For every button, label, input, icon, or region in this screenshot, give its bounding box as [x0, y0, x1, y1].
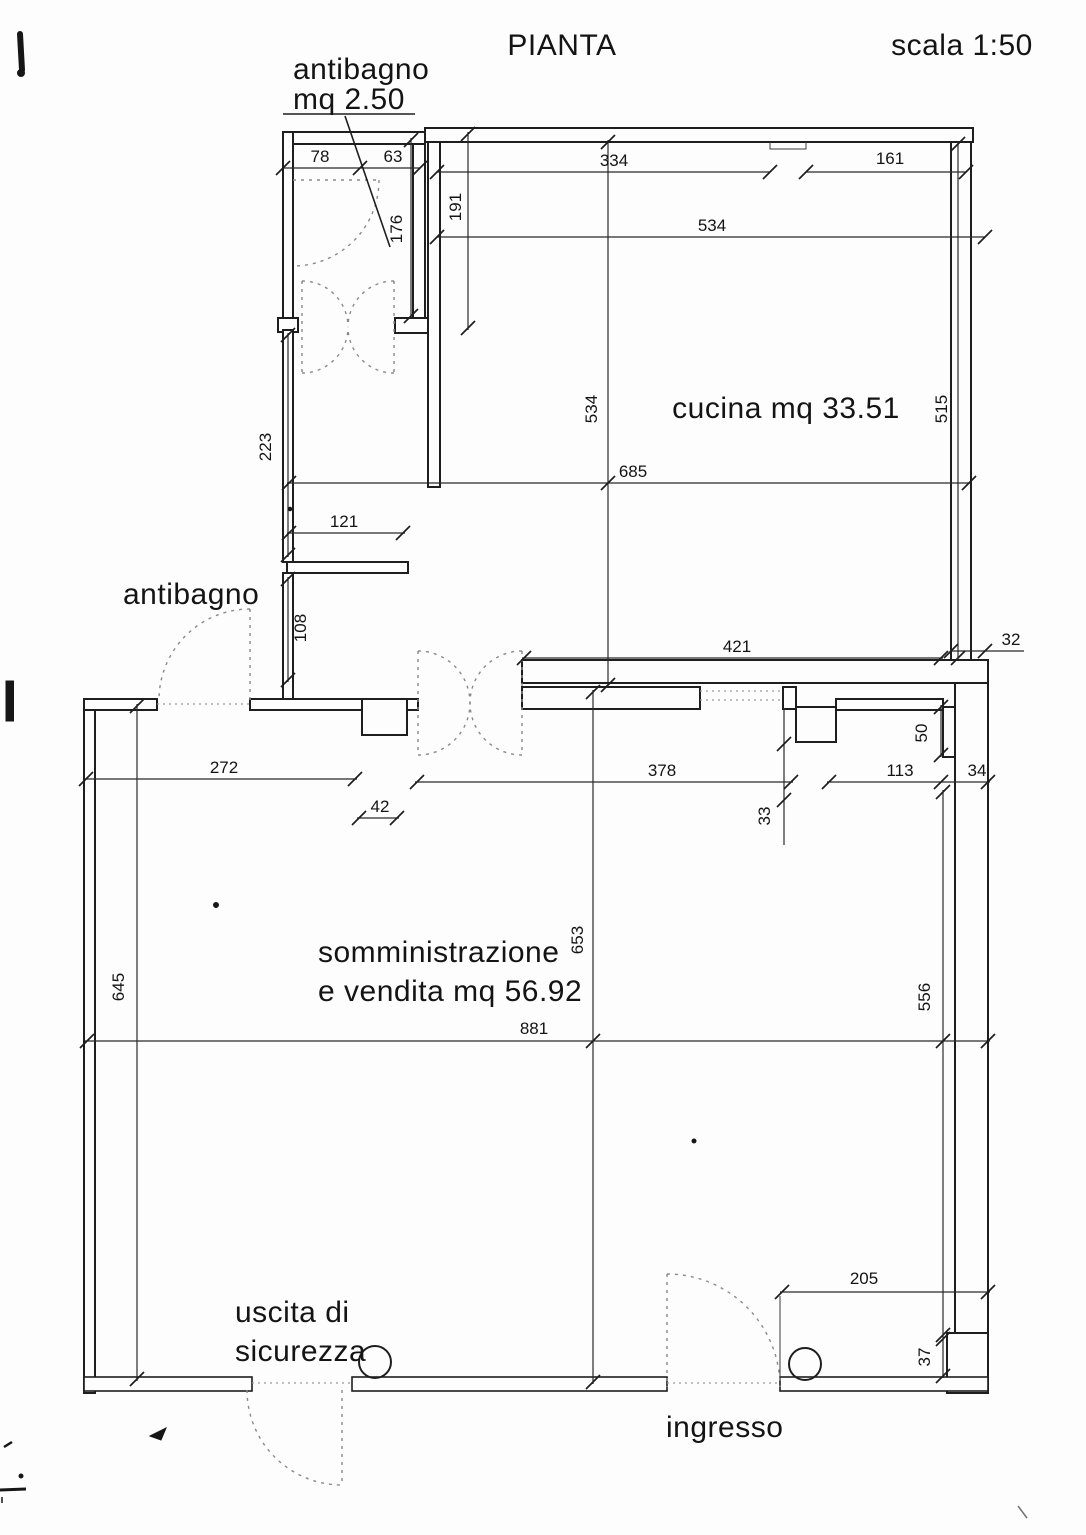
butterfly-door-antibagno — [301, 280, 395, 374]
wall-north-seg3 — [406, 698, 419, 711]
antibagno-left-door — [157, 608, 251, 705]
dim-534v: 534 — [582, 395, 601, 423]
wall-cucina-south — [521, 659, 989, 684]
wall-cucina-west — [427, 141, 441, 488]
dim-378: 378 — [648, 761, 676, 780]
dim-37: 37 — [915, 1348, 934, 1367]
room-label-somministrazione-2: e vendita mq 56.92 — [318, 975, 582, 1008]
leader-antibagno — [344, 115, 391, 248]
wall-cucina-north-notch — [769, 142, 807, 150]
dim-205: 205 — [850, 1269, 878, 1288]
dim-515: 515 — [932, 395, 951, 423]
dim-113: 113 — [886, 761, 913, 780]
dim-881: 881 — [520, 1019, 548, 1038]
sill-bottom-right — [779, 1376, 989, 1392]
column-circle-uscita — [358, 1345, 392, 1379]
artifact-bottom-right-mark — [1017, 1505, 1028, 1519]
antibagno-top-door — [292, 179, 380, 267]
artifact-bottom-dash — [3, 1440, 13, 1449]
dim-191: 191 — [446, 193, 465, 221]
artifact-dot-5 — [287, 506, 293, 512]
wall-north-seg4 — [835, 698, 944, 711]
dim-32: 32 — [1002, 630, 1021, 649]
dim-34: 34 — [968, 761, 987, 780]
wall-east — [954, 682, 989, 1334]
dim-42: 42 — [371, 797, 390, 816]
dim-685: 685 — [619, 462, 647, 481]
sill-bottom-left — [83, 1376, 253, 1392]
room-label-antibagno-left: antibagno — [123, 578, 259, 611]
dim-556: 556 — [915, 983, 934, 1011]
wall-north-pier-top — [782, 686, 797, 710]
door-arc — [666, 1273, 781, 1388]
wall-fin-121 — [286, 561, 409, 574]
scan-artifacts — [0, 31, 1028, 1519]
door-swings — [157, 179, 822, 1486]
dim-108: 108 — [291, 614, 310, 642]
artifact-blob-arrow — [148, 1426, 167, 1441]
room-label-antibagno-top: antibagno — [293, 53, 429, 86]
wall-north-seg2 — [249, 698, 363, 711]
dim-334: 334 — [600, 151, 628, 170]
dim-272: 272 — [210, 758, 238, 777]
labels: PIANTA scala 1:50 antibagno mq 2.50 anti… — [109, 29, 1033, 1444]
artifact-dot-4 — [691, 1138, 697, 1144]
dim-63: 63 — [384, 147, 403, 166]
dim-78: 78 — [311, 147, 330, 166]
dimension-lines — [78, 113, 1024, 1390]
column-circle-ingresso — [788, 1347, 822, 1381]
door-arc — [246, 1389, 343, 1486]
ingresso-door — [666, 1273, 781, 1388]
artifact-dot-2 — [18, 1473, 24, 1479]
room-label-ingresso: ingresso — [666, 1411, 783, 1444]
dim-421: 421 — [723, 637, 751, 656]
room-label-somministrazione-1: somministrazione — [318, 936, 559, 969]
room-label-uscita-1: uscita di — [235, 1296, 350, 1329]
wall-north-thick — [521, 686, 701, 710]
room-label-antibagno-top-area: mq 2.50 — [293, 83, 405, 116]
uscita-door — [246, 1382, 352, 1486]
artifact-left-bracket — [5, 680, 14, 722]
wall-cucina-east — [950, 141, 972, 661]
wall-north-pier-33 — [795, 706, 837, 743]
wall-antibagno-west — [282, 131, 294, 331]
artifact-bottom-line — [0, 1487, 27, 1492]
dim-534h: 534 — [698, 216, 726, 235]
butterfly-door-cucina — [417, 650, 523, 756]
dim-121: 121 — [330, 512, 358, 531]
page-title: PIANTA — [507, 29, 616, 62]
sill-bottom-middle — [351, 1376, 668, 1392]
dim-645: 645 — [109, 973, 128, 1001]
dim-176: 176 — [387, 215, 406, 243]
dim-223: 223 — [256, 433, 275, 461]
wall-north-seg1 — [83, 698, 158, 711]
wall-east-step50 — [942, 706, 956, 758]
door-arc — [292, 179, 380, 267]
room-label-cucina: cucina mq 33.51 — [672, 392, 900, 425]
dim-653: 653 — [568, 926, 587, 954]
door-arc — [158, 608, 251, 701]
artifact-dot-3 — [213, 902, 219, 908]
wall-west — [83, 698, 96, 1394]
pass-through-opening — [700, 690, 783, 701]
dim-161: 161 — [876, 149, 904, 168]
dim-33: 33 — [755, 807, 774, 826]
walls — [83, 127, 989, 1394]
wall-north-pilaster-42 — [361, 698, 408, 736]
room-label-uscita-2: sicurezza — [235, 1335, 366, 1368]
artifact-top-left-bar — [17, 31, 25, 73]
dimension-ticks — [78, 126, 996, 1390]
artifact-dot-1 — [17, 69, 25, 77]
wall-cucina-north — [424, 127, 974, 143]
dim-50: 50 — [912, 724, 931, 743]
scale-label: scala 1:50 — [891, 29, 1033, 62]
